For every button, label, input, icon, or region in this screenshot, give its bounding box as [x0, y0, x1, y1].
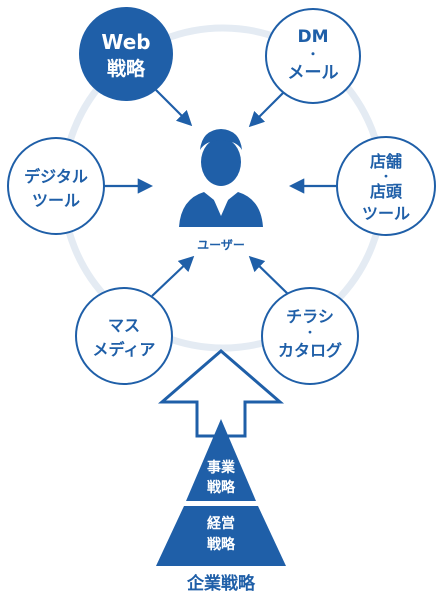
node-store-circle [336, 136, 436, 236]
node-digital-line2: ツール [32, 191, 80, 210]
pyramid-bottom-line2: 戦略 [207, 536, 236, 553]
pyramid-bottom-line1: 経営 [207, 515, 235, 532]
upward-arrow [157, 349, 285, 438]
node-flyer-line2: カタログ [278, 341, 342, 360]
node-dm-line2: メール [288, 63, 339, 83]
node-flyer-line1: チラシ [286, 307, 334, 326]
pyramid-bottom [156, 506, 286, 566]
arrow-flyer-to-user [248, 255, 291, 297]
node-web-circle [79, 7, 173, 101]
footer-title: 企業戦略 [186, 573, 256, 594]
arrow-dm-to-user [248, 91, 285, 128]
node-dm-circle [265, 8, 361, 104]
node-web-line2: 戦略 [107, 57, 146, 80]
node-digital-circle [7, 137, 105, 235]
node-digital-line1: デジタル [24, 167, 88, 186]
node-flyer-circle [261, 287, 359, 385]
node-store-dot: ・ [381, 170, 392, 183]
node-mass-line1: マス [108, 316, 140, 335]
node-store-line3: ツール [362, 204, 410, 223]
arrow-web-to-user [155, 89, 193, 127]
node-flyer-dot: ・ [305, 326, 316, 339]
user-icon [179, 129, 263, 227]
user-label: ユーザー [197, 238, 245, 252]
node-mass-line2: メディア [93, 340, 156, 359]
pyramid-top-line2: 戦略 [207, 479, 236, 496]
pyramid-top [186, 419, 256, 501]
node-web-line1: Web [101, 30, 150, 54]
node-store-line2: 店頭 [370, 182, 403, 201]
pyramid-top-line1: 事業 [207, 459, 236, 476]
node-mass-circle [75, 287, 173, 385]
connector-arrows [104, 89, 338, 297]
arrow-mass-to-user [151, 255, 195, 297]
node-dm-dot: ・ [307, 47, 319, 61]
node-dm-line1: DM [297, 27, 328, 47]
node-store-line1: 店舗 [370, 152, 402, 171]
